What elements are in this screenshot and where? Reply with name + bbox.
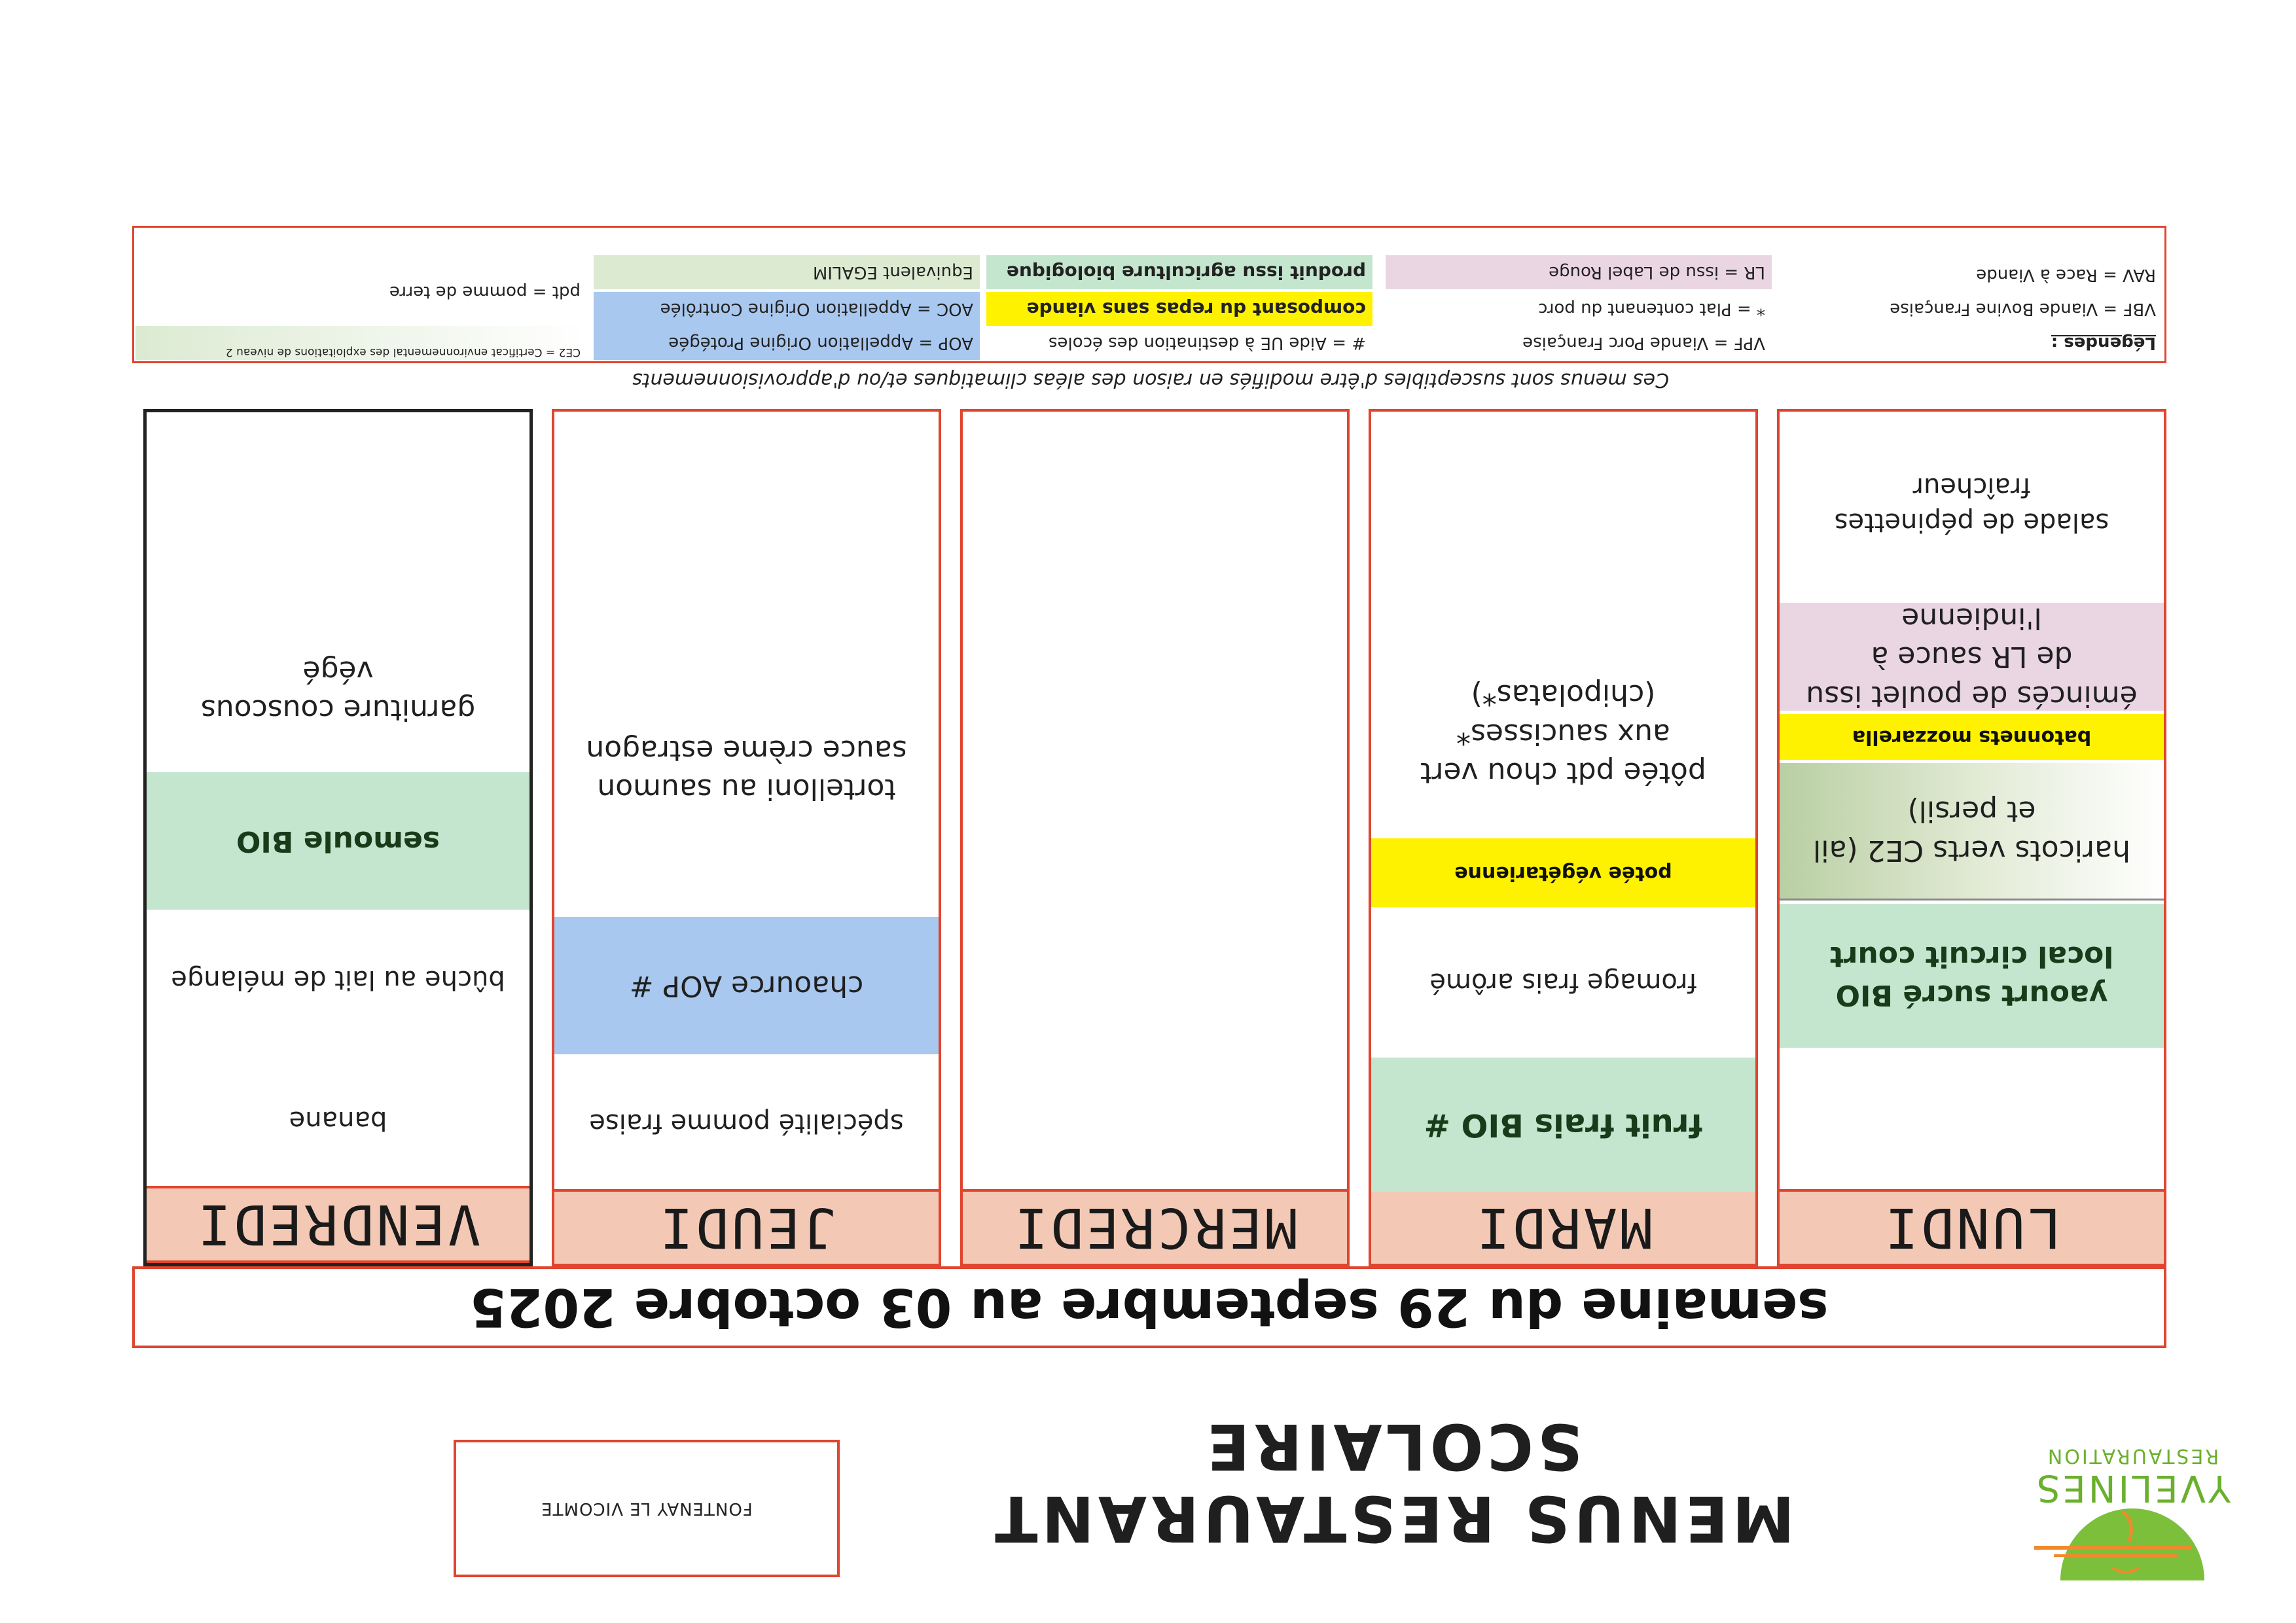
vendredi-laitage: bûche au lait de mélange — [171, 965, 505, 995]
day-body-lundi: yaourt sucré BIO local circuit court har… — [1780, 406, 2164, 1192]
school-box: FONTENAY LE VICOMTE — [454, 1440, 840, 1577]
lundi-laitage: yaourt sucré BIO local circuit court — [1780, 904, 2164, 1048]
yvelines-restauration-logo: YVELINES RESTAURATION — [2015, 1436, 2250, 1587]
legend-aide-ue: # = Aide UE à destination des écoles — [1048, 333, 1366, 353]
legend-vbf: VBF = Viande Bovine Française — [1890, 299, 2156, 319]
day-column-lundi: LUNDI yaourt sucré BIO local circuit cou… — [1777, 409, 2166, 1266]
week-title: semaine du 29 septembre au 03 octobre 20… — [470, 1277, 1829, 1338]
day-header-mercredi: MERCREDI — [963, 1189, 1347, 1264]
legend-plat-porc: * = Plat contenant du porc — [1538, 299, 1765, 319]
legend-label-rouge: LR = issu de Label Rouge — [1386, 255, 1772, 289]
lundi-dessert — [1780, 1048, 2164, 1192]
mardi-laitage: fromage frais arômé — [1429, 967, 1697, 997]
vendredi-dessert: banane — [289, 1105, 387, 1136]
legend-rav: RAV = Race à Viande — [1976, 265, 2156, 285]
jeudi-plat: tortelloni au saumon sauce crème estrago… — [586, 734, 907, 806]
school-name: FONTENAY LE VICOMTE — [541, 1499, 753, 1518]
mardi-plat-vege: potée végétarienne — [1371, 838, 1755, 907]
disclaimer-note: Ces menus sont susceptibles d'être modif… — [632, 368, 1670, 391]
day-header-lundi: LUNDI — [1780, 1189, 2164, 1264]
day-column-mardi: MARDI fruit frais BIO # fromage frais ar… — [1369, 409, 1758, 1266]
legend-bio: produit issu agriculture biologique — [986, 255, 1372, 289]
vendredi-garniture: semoule BIO — [147, 772, 529, 910]
logo-subtext: RESTAURATION — [2046, 1444, 2219, 1467]
day-column-vendredi: VENDREDI banane bûche au lait de mélange… — [143, 409, 533, 1266]
week-banner: semaine du 29 septembre au 03 octobre 20… — [132, 1266, 2166, 1348]
mardi-dessert: fruit frais BIO # — [1371, 1058, 1755, 1192]
day-body-mardi: fruit frais BIO # fromage frais arômé po… — [1371, 406, 1755, 1192]
day-header-vendredi: VENDREDI — [147, 1186, 529, 1263]
day-body-mercredi — [963, 406, 1347, 1192]
legend-pdt: pdt = pomme de terre — [389, 282, 581, 302]
legend-aoc: AOC = Appellation Origine Contrôlée — [594, 292, 980, 326]
legend-sans-viande: composant du repas sans viande — [986, 292, 1372, 326]
day-body-jeudi: spécialité pomme fraise chaource AOP # t… — [554, 406, 939, 1192]
mardi-plat: pôtée pdt chou vert aux saucisses* (chip… — [1420, 678, 1706, 790]
legend-box: Légendes : VBF = Viande Bovine Française… — [132, 226, 2166, 363]
day-header-mardi: MARDI — [1371, 1189, 1755, 1264]
lundi-garniture: haricots verts CE2 (ail et persil) — [1780, 763, 2164, 901]
vendredi-plat: garniture couscous végé — [200, 654, 476, 727]
lundi-plat: émincés de poulet issu de LR sauce à l'i… — [1780, 601, 2164, 713]
legend-ce2: CE2 = Certificat environnemental des exp… — [135, 326, 587, 360]
page-title: MENUS RESTAURANT SCOLAIRE — [991, 1410, 1795, 1555]
day-column-mercredi: MERCREDI — [960, 409, 1350, 1266]
logo-text: YVELINES — [2034, 1467, 2231, 1509]
day-body-vendredi: banane bûche au lait de mélange semoule … — [147, 406, 529, 1191]
lundi-plat-vege: batonnets mozzarella — [1780, 714, 2164, 760]
jeudi-dessert: spécialité pomme fraise — [589, 1108, 904, 1138]
day-header-jeudi: JEUDI — [554, 1189, 939, 1264]
jeudi-laitage: chaource AOP # — [554, 917, 939, 1054]
lundi-entree: salade de pépinettes fraîcheur — [1834, 472, 2109, 537]
legend-aop: AOP = Appellation Origine Protégée — [594, 326, 980, 360]
legend-egalim: Equivalent EGALIM — [594, 255, 980, 289]
day-column-jeudi: JEUDI spécialité pomme fraise chaource A… — [552, 409, 941, 1266]
legend-vpf: VPF = Viande Porc Française — [1522, 333, 1765, 353]
legend-title: Légendes : — [2051, 333, 2156, 353]
